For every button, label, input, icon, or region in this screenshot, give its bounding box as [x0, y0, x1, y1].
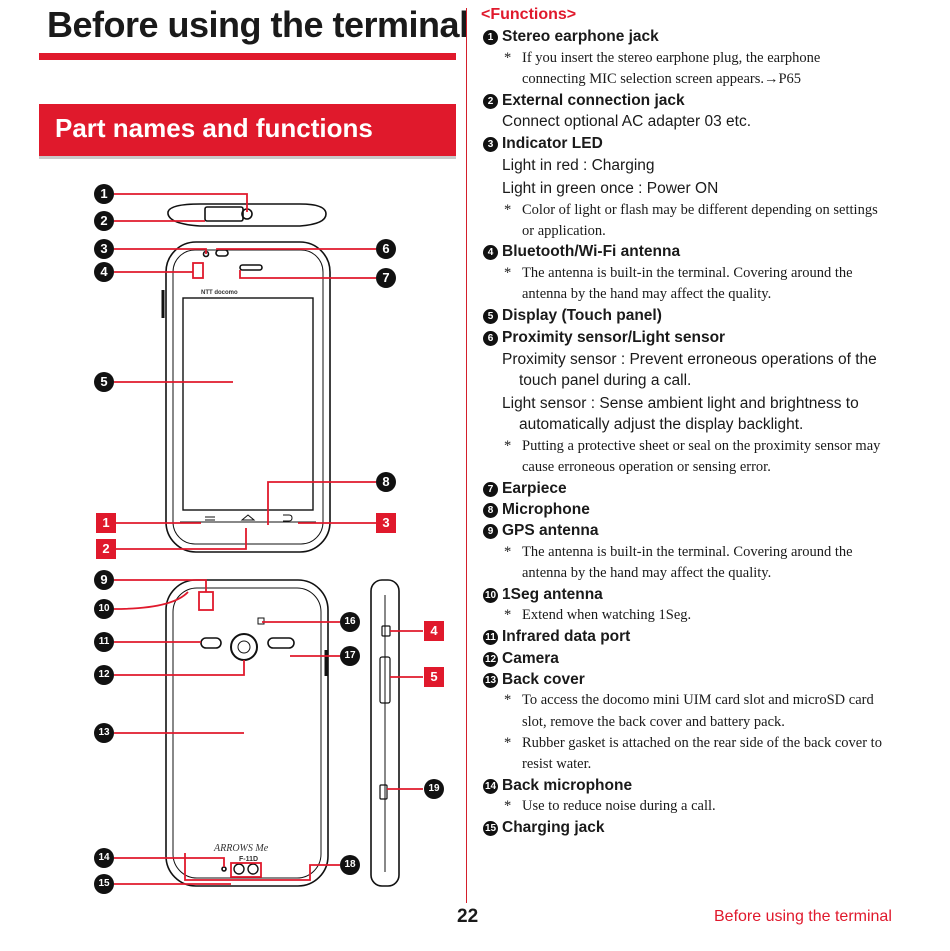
item-10-note: Extend when watching 1Seg.: [522, 607, 692, 623]
item-6-body: Proximity sensor : Prevent erroneous ope…: [502, 351, 877, 368]
item-13-note: resist water.: [522, 756, 592, 772]
note-star: *: [504, 50, 512, 66]
item-13-note: Rubber gasket is attached on the rear si…: [522, 735, 882, 751]
footer-title: Before using the terminal: [714, 908, 892, 925]
callout-3: 3: [94, 239, 114, 259]
callout-11: 11: [94, 632, 114, 652]
callout-2: 2: [94, 211, 114, 231]
callout-1: 1: [94, 184, 114, 204]
callout-7: 7: [376, 268, 396, 288]
callout-8: 8: [376, 472, 396, 492]
brand-text: NTT docomo: [201, 290, 238, 296]
item-13-note: To access the docomo mini UIM card slot …: [522, 692, 874, 708]
callout-13: 13: [94, 723, 114, 743]
front-display: [182, 297, 314, 511]
callout-14: 14: [94, 848, 114, 868]
item-13-note: slot, remove the back cover and battery …: [522, 714, 785, 730]
note-star: *: [504, 735, 512, 751]
back-camera: [230, 633, 258, 661]
item-3-body: Light in red : Charging: [502, 157, 655, 174]
title-rule: [39, 53, 456, 60]
key-label-1: 1: [96, 513, 116, 533]
callout-17: 17: [340, 646, 360, 666]
note-star: *: [504, 798, 512, 814]
item-6-body: touch panel during a call.: [519, 372, 692, 389]
note-star: *: [504, 544, 512, 560]
callout-4: 4: [94, 262, 114, 282]
callout-18: 18: [340, 855, 360, 875]
note-star: *: [504, 607, 512, 623]
callout-6: 6: [376, 239, 396, 259]
phone-illustration: NTT docomo ARROWS Me F-11D: [113, 193, 423, 887]
item-1-note: connecting MIC selection screen appears.…: [522, 71, 802, 87]
callout-9: 9: [94, 570, 114, 590]
section-title: Part names and functions: [55, 113, 373, 143]
key-label-3: 3: [376, 513, 396, 533]
functions-heading: <Functions>: [481, 6, 577, 23]
section-banner: Part names and functions: [39, 104, 456, 156]
item-6-note: cause erroneous operation or sensing err…: [522, 459, 771, 475]
item-3-body: Light in green once : Power ON: [502, 180, 719, 197]
item-6-body: Light sensor : Sense ambient light and b…: [502, 395, 859, 412]
model-logo: ARROWS Me: [213, 843, 269, 854]
callout-19: 19: [424, 779, 444, 799]
callout-16: 16: [340, 612, 360, 632]
note-star: *: [504, 202, 512, 218]
item-1-note: If you insert the stereo earphone plug, …: [522, 50, 821, 66]
note-star: *: [504, 692, 512, 708]
key-label-5: 5: [424, 667, 444, 687]
item-6-note: Putting a protective sheet or seal on th…: [522, 438, 881, 454]
item-6-body: automatically adjust the display backlig…: [519, 416, 804, 433]
model-number: F-11D: [239, 856, 258, 863]
key-label-2: 2: [96, 539, 116, 559]
column-divider: [466, 8, 467, 903]
item-4-note: The antenna is built-in the terminal. Co…: [522, 265, 853, 281]
item-3-note: Color of light or flash may be different…: [522, 202, 878, 218]
item-2-body: Connect optional AC adapter 03 etc.: [502, 113, 752, 130]
page-title: Before using the terminal: [47, 4, 469, 45]
item-14-note: Use to reduce noise during a call.: [522, 798, 716, 814]
callout-15: 15: [94, 874, 114, 894]
top-view-connector: [204, 206, 244, 222]
key-label-4: 4: [424, 621, 444, 641]
front-body: [165, 241, 331, 553]
page-number: 22: [457, 906, 479, 927]
item-9-note: The antenna is built-in the terminal. Co…: [522, 544, 853, 560]
callout-10: 10: [94, 599, 114, 619]
callout-12: 12: [94, 665, 114, 685]
note-star: *: [504, 265, 512, 281]
top-view-body: [167, 203, 327, 227]
item-3-note: or application.: [522, 223, 606, 239]
note-star: *: [504, 438, 512, 454]
callout-5: 5: [94, 372, 114, 392]
item-9-note: antenna by the hand may affect the quali…: [522, 565, 772, 581]
side-body: [370, 579, 400, 887]
item-4-note: antenna by the hand may affect the quali…: [522, 286, 772, 302]
